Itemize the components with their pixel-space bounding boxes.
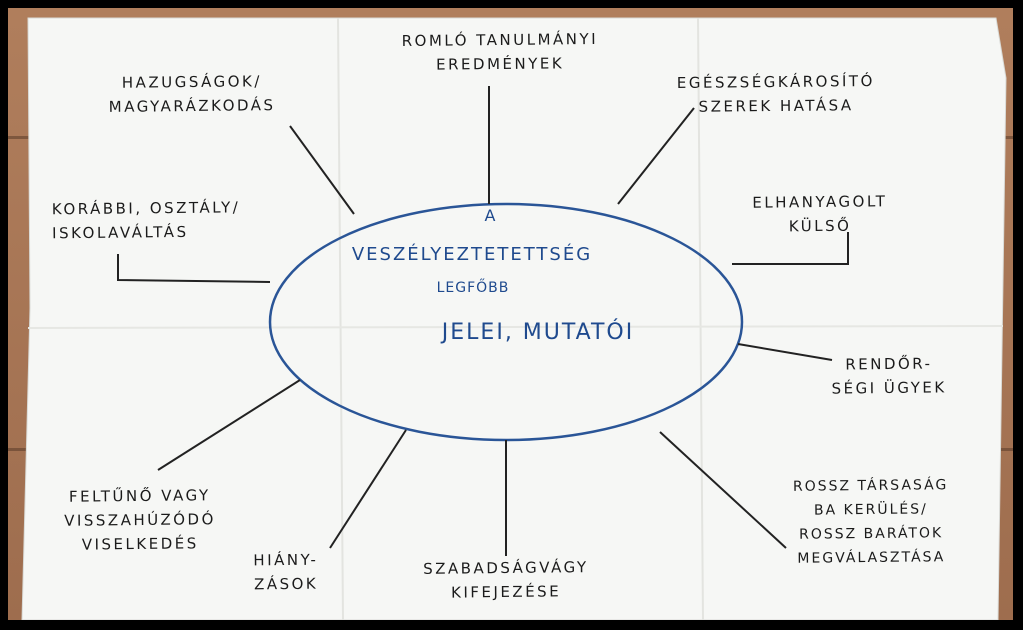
fold-crease <box>27 325 1004 329</box>
node-lies-excuses: HAZUGSÁGOK/MAGYARÁZKODÁS <box>108 72 276 116</box>
paper-sheet <box>21 17 1007 620</box>
line-right <box>737 343 833 361</box>
photo-frame: A VESZÉLYEZTETETTSÉG LEGFŐBB JELEI, MUTA… <box>8 8 1013 620</box>
line-top-left <box>289 125 355 215</box>
line-bottom-left <box>157 379 301 471</box>
center-title-main: VESZÉLYEZTETETTSÉG <box>351 244 593 265</box>
node-police-matters: RENDŐR-SÉGI ÜGYEK <box>831 354 947 398</box>
line-right-upper <box>732 232 849 265</box>
line-bottom-mid-left <box>329 429 407 549</box>
line-bottom-right <box>659 431 787 549</box>
poster-drawing <box>21 17 1007 620</box>
center-title-signs: JELEI, MUTATÓI <box>441 320 635 345</box>
node-absences: HIÁNY-ZÁSOK <box>253 550 319 594</box>
center-title-a: A <box>484 206 496 225</box>
fold-crease <box>697 17 704 620</box>
fold-crease <box>337 17 344 620</box>
connector-lines <box>117 86 849 556</box>
center-title-sub: LEGFŐBB <box>436 280 510 296</box>
line-left <box>117 254 271 283</box>
line-top-right <box>617 107 695 205</box>
node-class-school-change: KORÁBBI, OSZTÁLY/ISKOLAVÁLTÁS <box>51 198 241 243</box>
